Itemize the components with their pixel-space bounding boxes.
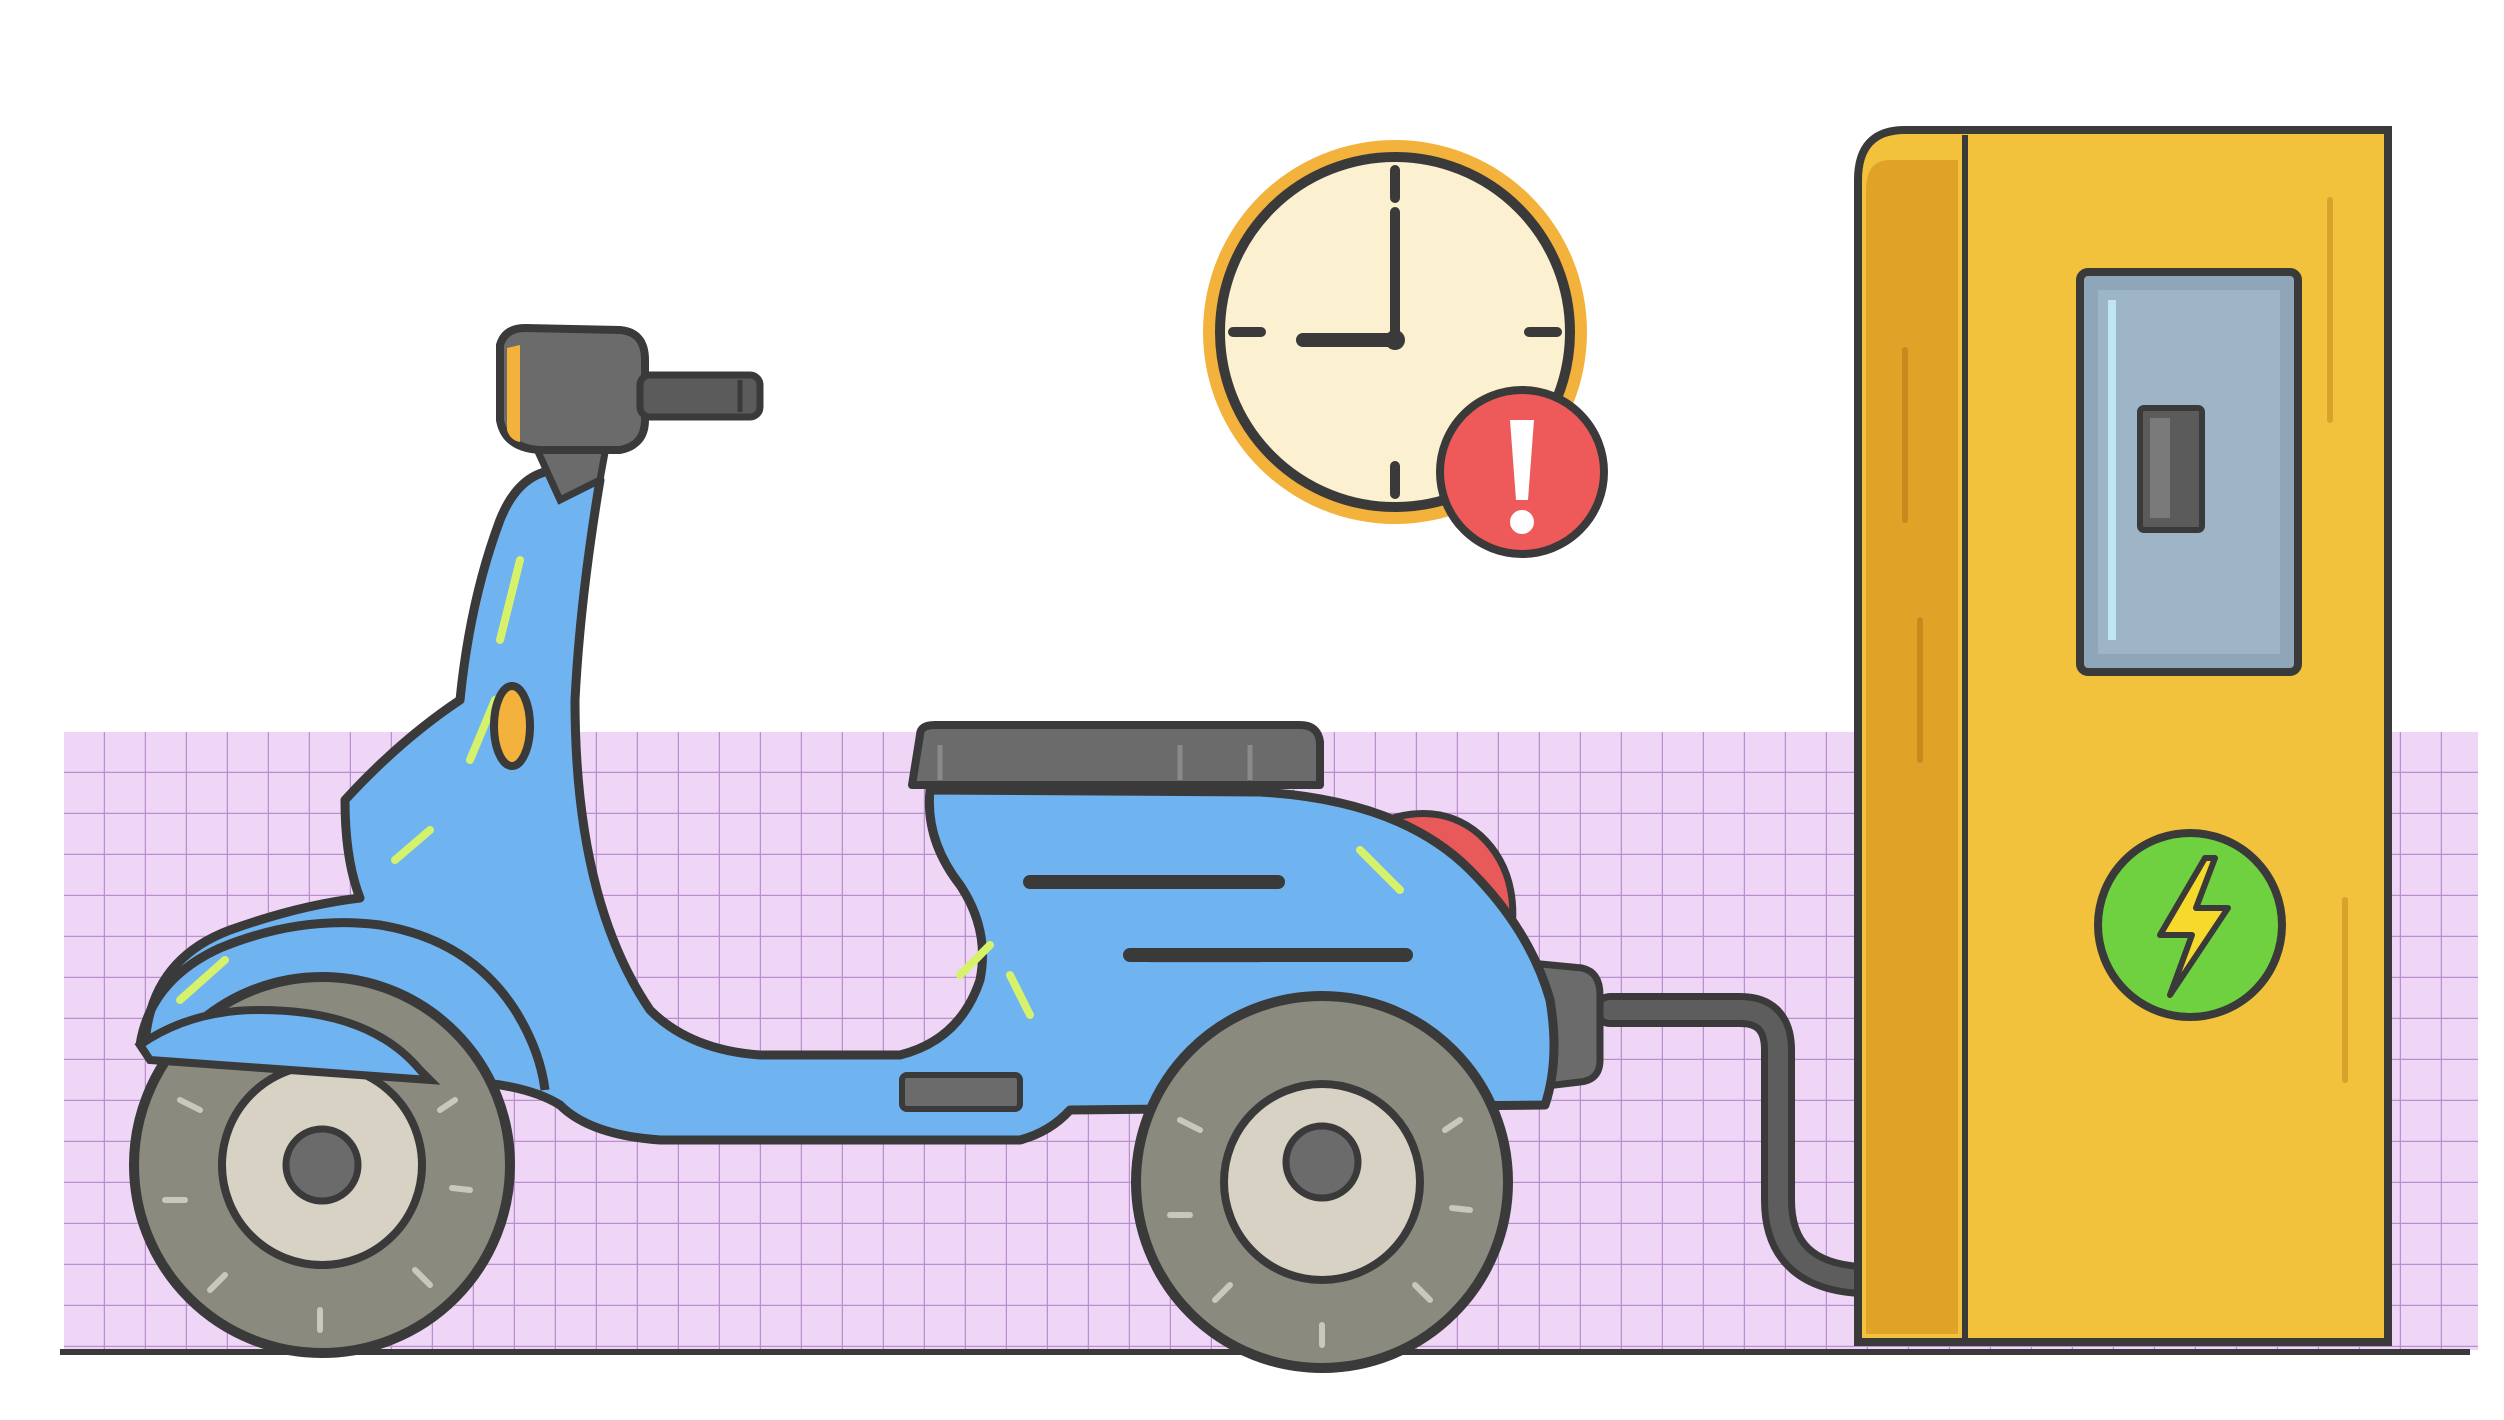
clock-hands [1296, 207, 1402, 347]
charging-station [1854, 126, 2392, 1346]
front-wheel [129, 972, 515, 1358]
rear-wheel [1131, 991, 1513, 1373]
scooter-seat [908, 721, 1324, 789]
lightning-bolt-icon [2094, 829, 2286, 1021]
scooter-headlamp [496, 323, 649, 454]
plug-icon [2137, 405, 2205, 533]
exclamation-alert-icon [1436, 386, 1608, 558]
electric-scooter [129, 323, 1604, 1373]
